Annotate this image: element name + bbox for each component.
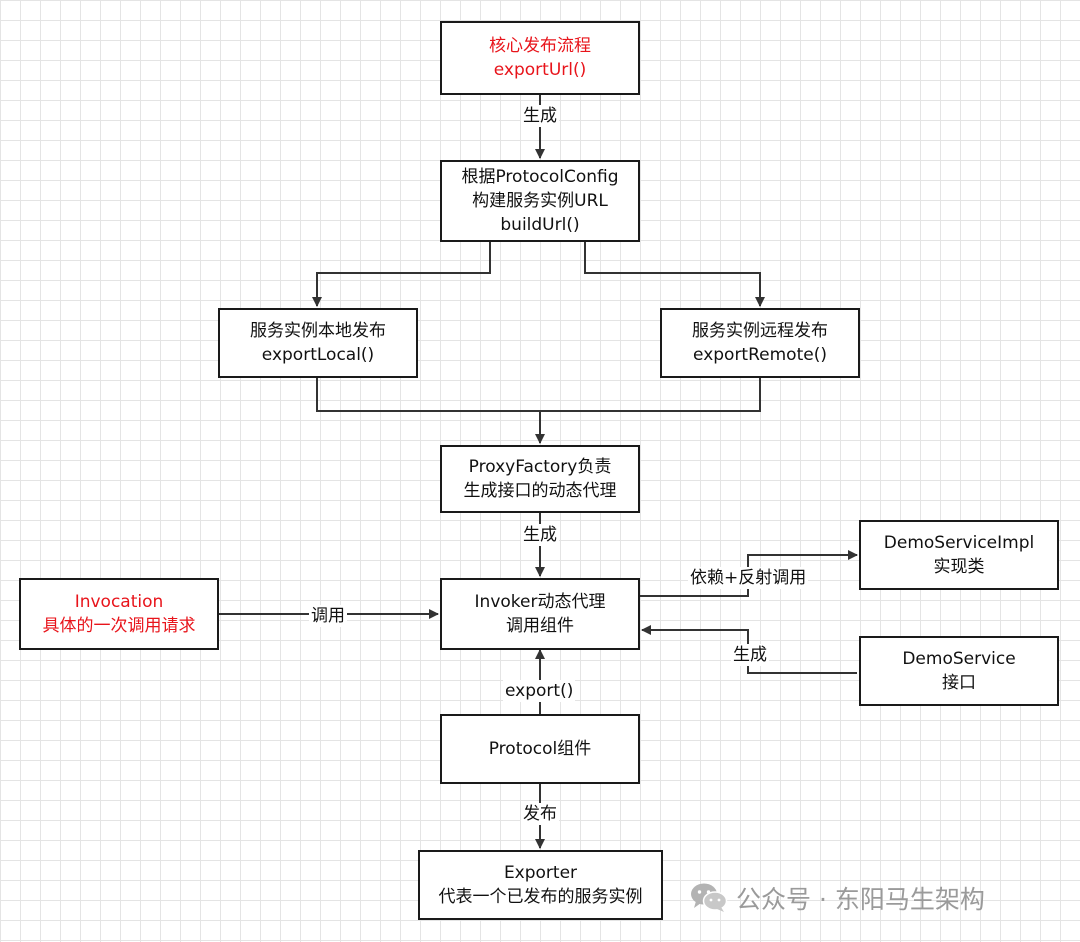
edge-label-proxy-invoker: 生成: [521, 524, 559, 546]
edge-build-local: [312, 242, 491, 307]
node-remote-line1: 服务实例远程发布: [692, 321, 828, 341]
edge-label-invoker-impl: 依赖+反射调用: [688, 567, 809, 589]
edge-label-core-build: 生成: [521, 105, 559, 127]
node-invocation-line1: Invocation: [74, 592, 164, 612]
node-iface-line2: 接口: [942, 673, 976, 693]
edge-label-protocol-exporter: 发布: [521, 803, 559, 825]
node-invoker-line2: 调用组件: [506, 616, 574, 636]
node-local-line1: 服务实例本地发布: [250, 321, 386, 341]
node-build-line1: 根据ProtocolConfig: [461, 167, 619, 187]
node-invocation-line2: 具体的一次调用请求: [42, 616, 196, 636]
edge-local-merge: [316, 377, 540, 412]
node-protocol: Protocol组件: [440, 714, 640, 784]
node-core-publish-flow: 核心发布流程 exportUrl(): [440, 21, 640, 95]
node-iface-line1: DemoService: [902, 649, 1016, 669]
node-invoker: Invoker动态代理 调用组件: [440, 578, 640, 650]
node-proxy-line2: 生成接口的动态代理: [463, 481, 617, 501]
node-exporter: Exporter 代表一个已发布的服务实例: [418, 850, 663, 920]
node-core-line2: exportUrl(): [493, 60, 587, 80]
node-invocation: Invocation 具体的一次调用请求: [19, 578, 219, 650]
edge-label-protocol-invoker: export(): [503, 680, 576, 702]
wechat-icon: [691, 883, 728, 912]
watermark-text: 公众号 · 东阳马生架构: [736, 885, 985, 914]
node-proxy-line1: ProxyFactory负责: [468, 457, 612, 477]
node-protocol-line1: Protocol组件: [488, 739, 592, 759]
node-remote-line2: exportRemote(): [693, 345, 827, 365]
node-build-line3: buildUrl(): [500, 215, 580, 235]
edge-build-remote: [584, 242, 765, 307]
node-demo-service: DemoService 接口: [859, 636, 1059, 706]
node-invoker-line1: Invoker动态代理: [474, 592, 606, 612]
node-impl-line1: DemoServiceImpl: [883, 533, 1035, 553]
node-export-local: 服务实例本地发布 exportLocal(): [218, 308, 418, 378]
node-proxy-factory: ProxyFactory负责 生成接口的动态代理: [440, 445, 640, 513]
node-export-remote: 服务实例远程发布 exportRemote(): [660, 308, 860, 378]
edge-label-invocation-invoker: 调用: [309, 605, 347, 627]
node-impl-line2: 实现类: [933, 557, 985, 577]
node-exporter-line2: 代表一个已发布的服务实例: [438, 887, 643, 907]
node-exporter-line1: Exporter: [503, 863, 578, 883]
node-demo-service-impl: DemoServiceImpl 实现类: [859, 520, 1059, 590]
watermark: 公众号 · 东阳马生架构: [690, 880, 985, 916]
edge-remote-merge: [540, 377, 761, 412]
node-build-line2: 构建服务实例URL: [472, 191, 608, 211]
node-local-line2: exportLocal(): [261, 345, 375, 365]
node-build-url: 根据ProtocolConfig 构建服务实例URL buildUrl(): [440, 160, 640, 242]
node-core-line1: 核心发布流程: [489, 36, 591, 56]
edge-label-iface-invoker: 生成: [731, 644, 769, 666]
